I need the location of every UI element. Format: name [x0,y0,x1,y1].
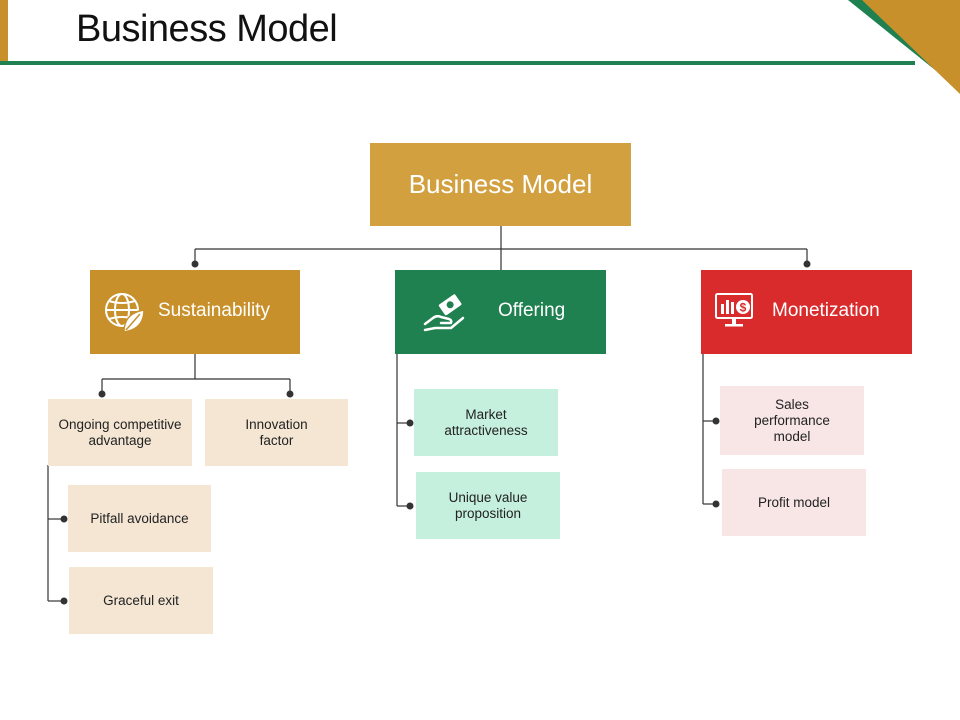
svg-text:$: $ [740,301,747,315]
leaf-graceful-exit: Graceful exit [69,567,213,634]
globe-leaf-icon [105,293,145,333]
category-sustainability: Sustainability [90,270,300,354]
header-rule [0,61,915,65]
leaf-pitfall-avoidance: Pitfall avoidance [68,485,211,552]
category-offering: Offering [395,270,606,354]
leaf-label: Ongoing competitive advantage [58,416,182,448]
leaf-market-attractiveness: Market attractiveness [414,389,558,456]
root-node-label: Business Model [408,169,593,199]
leaf-profit-model: Profit model [722,469,866,536]
leaf-ongoing-competitive-advantage: Ongoing competitive advantage [48,399,192,466]
root-node-business-model: Business Model [370,143,631,226]
leaf-label: Pitfall avoidance [90,510,189,526]
category-label-sustainability: Sustainability [158,300,270,321]
category-label-monetization: Monetization [772,300,880,321]
category-monetization: $ Monetization [701,270,912,354]
chart-dollar-monitor-icon: $ [715,293,753,327]
hand-money-icon [423,294,465,332]
leaf-label: Market attractiveness [444,406,528,438]
leaf-label: Profit model [757,494,831,510]
leaf-label: Unique value proposition [448,489,528,521]
leaf-label: Innovation factor [245,416,308,448]
category-label-offering: Offering [498,300,566,321]
leaf-label: Graceful exit [103,592,179,608]
leaf-sales-performance-model: Sales performance model [720,386,864,455]
leaf-unique-value-proposition: Unique value proposition [416,472,560,539]
header-left-accent [0,0,8,62]
leaf-innovation-factor: Innovation factor [205,399,348,466]
slide-title: Business Model [76,8,338,50]
corner-decoration [848,0,960,94]
leaf-label: Sales performance model [754,396,830,444]
